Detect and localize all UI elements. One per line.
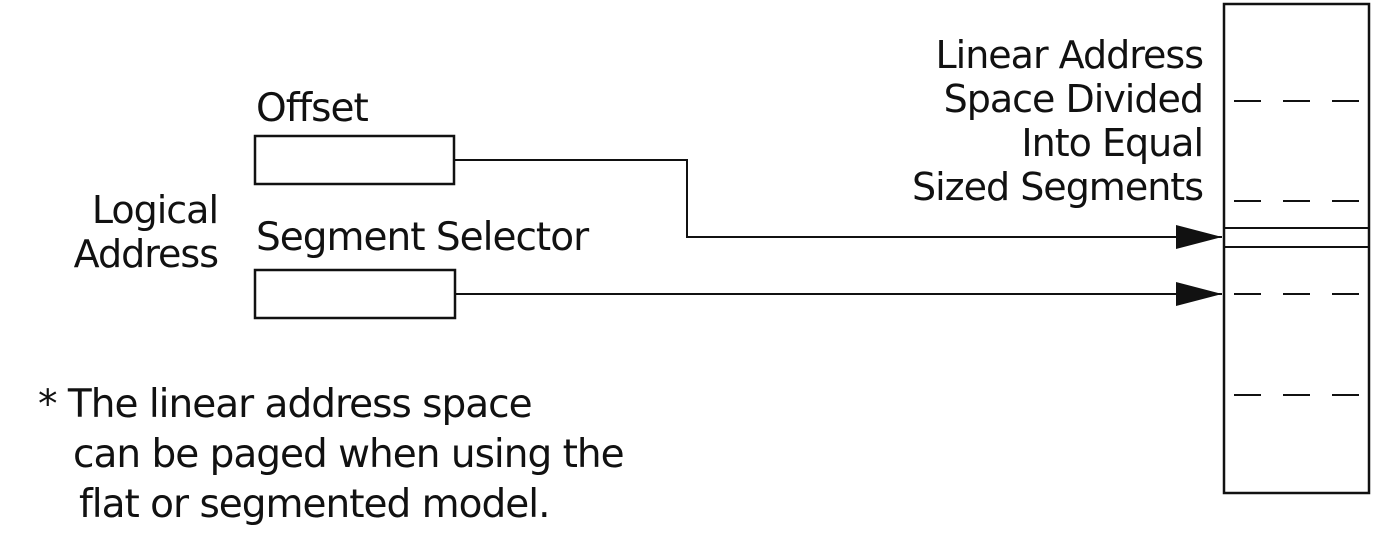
offset-arrow	[454, 159, 1222, 249]
footnote-line: can be paged when using the	[73, 432, 625, 477]
linear-space-line: Into Equal	[1021, 121, 1204, 165]
footnote-line: flat or segmented model.	[79, 482, 550, 527]
linear-address-space-box	[1222, 2, 1371, 495]
logical-address-label: Logical Address	[40, 188, 219, 276]
linear-space-line: Sized Segments	[911, 165, 1204, 209]
linear-space-line: Linear Address	[935, 33, 1204, 77]
logical-address-line: Address	[73, 232, 219, 276]
segment-selector-label: Segment Selector	[256, 215, 589, 260]
offset-register-box	[253, 134, 456, 186]
logical-address-line: Logical	[91, 188, 219, 232]
segment-selector-register-box	[253, 268, 457, 320]
offset-label: Offset	[256, 86, 369, 131]
linear-space-line: Space Divided	[943, 77, 1204, 121]
linear-address-space-label: Linear Address Space Divided Into Equal …	[880, 33, 1204, 209]
footnote: * The linear address space can be paged …	[38, 380, 625, 530]
footnote-line: * The linear address space	[38, 382, 533, 427]
